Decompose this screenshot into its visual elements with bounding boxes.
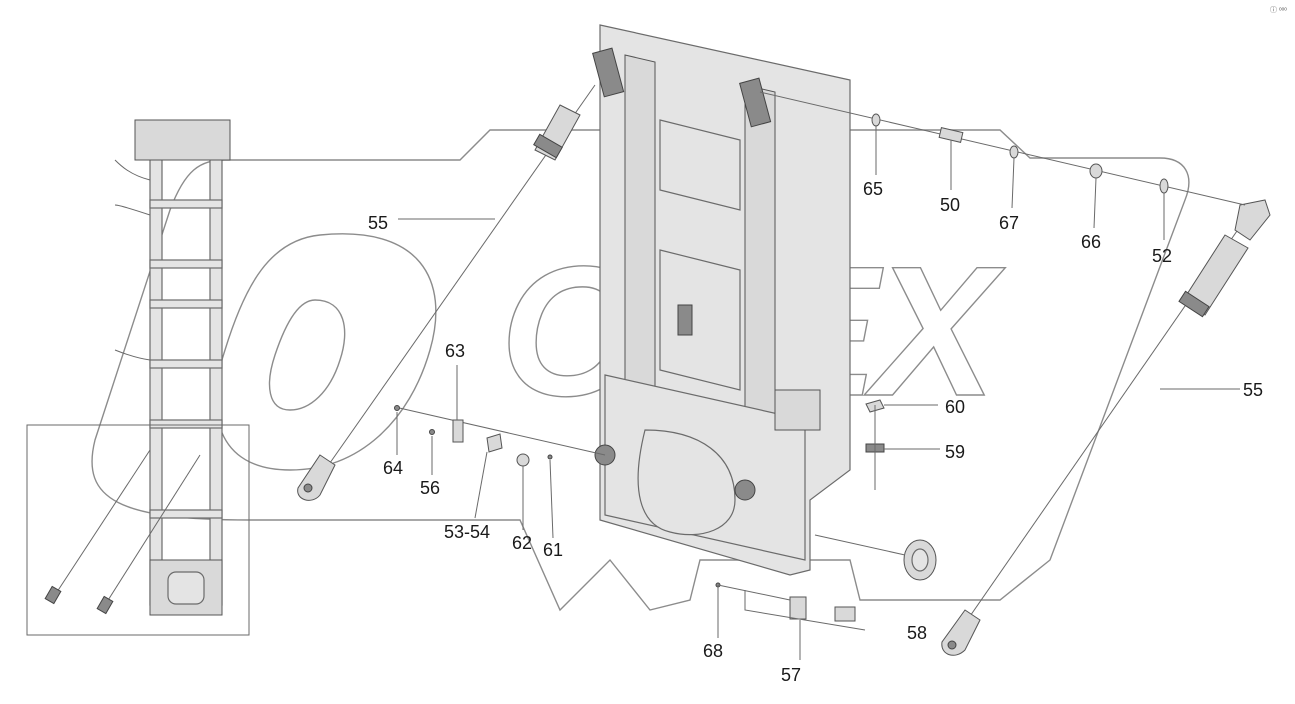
overview-hose-1 [114, 159, 151, 181]
callout-labels: 55 55 65 50 67 66 52 63 64 56 53-54 62 6… [368, 179, 1263, 685]
overview-cross-4 [149, 359, 223, 369]
mast-label-plate [677, 304, 693, 336]
leader-58 [814, 534, 906, 556]
corner-mark: ⓘ ᵒᵒᵒ [1270, 6, 1287, 14]
overview-hose-3 [114, 349, 151, 361]
mast-window-upper [659, 119, 741, 211]
tilt-cylinder-right-clevis [1234, 199, 1271, 241]
mast-window-middle [659, 249, 741, 391]
mast-top-head-right [739, 77, 772, 128]
leader-68 [717, 584, 791, 601]
tilt-cylinder-left-collar [533, 133, 563, 159]
part-56-fitting [429, 429, 435, 435]
overview-carriage-window [167, 571, 205, 605]
leader-67 [1011, 157, 1015, 209]
part-66-washer [1089, 163, 1103, 179]
callout-50: 50 [940, 195, 960, 215]
callout-58: 58 [907, 623, 927, 643]
mast-side-bracket [774, 389, 821, 431]
part-53-54-sleeve [486, 433, 503, 453]
part-61-pin [547, 454, 553, 460]
callout-52: 52 [1152, 246, 1172, 266]
callout-66: 66 [1081, 232, 1101, 252]
part-50-pin [938, 127, 964, 143]
callout-56: 56 [420, 478, 440, 498]
callout-64: 64 [383, 458, 403, 478]
overview-hose-2 [114, 204, 151, 216]
callout-55-left: 55 [368, 213, 388, 233]
tilt-cylinder-left-eye-hole [303, 483, 313, 493]
middle-pin-axis [394, 406, 606, 456]
tilt-cylinder-right-eye [941, 609, 981, 656]
right-small-parts [865, 399, 940, 490]
part-57-plate-a [789, 596, 807, 620]
overview-mast-rail-right [209, 149, 223, 606]
lower-parts [715, 534, 937, 660]
part-65-ring [871, 113, 881, 127]
overview-mast-top [134, 119, 231, 161]
overview-cross-6 [149, 509, 223, 519]
upper-pin-assembly [759, 91, 1246, 206]
overview-cross-5 [149, 419, 223, 429]
tilt-cylinder-right [941, 199, 1271, 656]
leader-57-bracket [744, 590, 866, 631]
overview-cross-1 [149, 199, 223, 209]
part-67-ring [1009, 145, 1019, 159]
callout-62: 62 [512, 533, 532, 553]
tilt-cylinder-left-eye [297, 454, 336, 501]
tilt-cylinder-right-collar [1178, 290, 1210, 318]
part-57-plate-b [834, 606, 856, 622]
mast-pivot-right [734, 479, 756, 501]
leader-lines [396, 126, 1240, 539]
callout-60: 60 [945, 397, 965, 417]
callout-68: 68 [703, 641, 723, 661]
callout-65: 65 [863, 179, 883, 199]
overview-cross-3 [149, 299, 223, 309]
tilt-cylinder-right-eye-hole [947, 640, 957, 650]
middle-pin-assembly [394, 405, 606, 467]
mast-top-head-left [592, 47, 625, 98]
part-62-washer [516, 453, 530, 467]
overview-cylinder-end-right [96, 595, 114, 615]
overview-mast-rail-left [149, 149, 163, 606]
main-mast-frame [592, 24, 851, 576]
callout-63: 63 [445, 341, 465, 361]
callout-67: 67 [999, 213, 1019, 233]
overview-cylinder-right [104, 454, 201, 606]
part-63-block [452, 419, 464, 443]
leader-53-54 [474, 451, 488, 519]
overview-mast-assembly [26, 119, 250, 636]
tilt-cylinder-left [297, 84, 596, 501]
callout-55-right: 55 [1243, 380, 1263, 400]
callout-59: 59 [945, 442, 965, 462]
overview-detail-box [26, 424, 250, 636]
callout-53-54: 53-54 [444, 522, 490, 542]
part-64-bolt [394, 405, 400, 411]
leader-66 [1093, 177, 1097, 229]
callout-61: 61 [543, 540, 563, 560]
overview-cylinder-end-left [44, 585, 62, 605]
part-52-ring [1159, 178, 1169, 194]
callout-57: 57 [781, 665, 801, 685]
mast-carriage-window [637, 429, 736, 536]
overview-cross-2 [149, 259, 223, 269]
watermark-letter-o [215, 233, 437, 471]
part-58-seal-inner [911, 548, 929, 572]
tilt-cylinder-right-body [1181, 234, 1249, 316]
leader-61 [549, 459, 554, 539]
overview-cylinder-left [54, 449, 151, 596]
